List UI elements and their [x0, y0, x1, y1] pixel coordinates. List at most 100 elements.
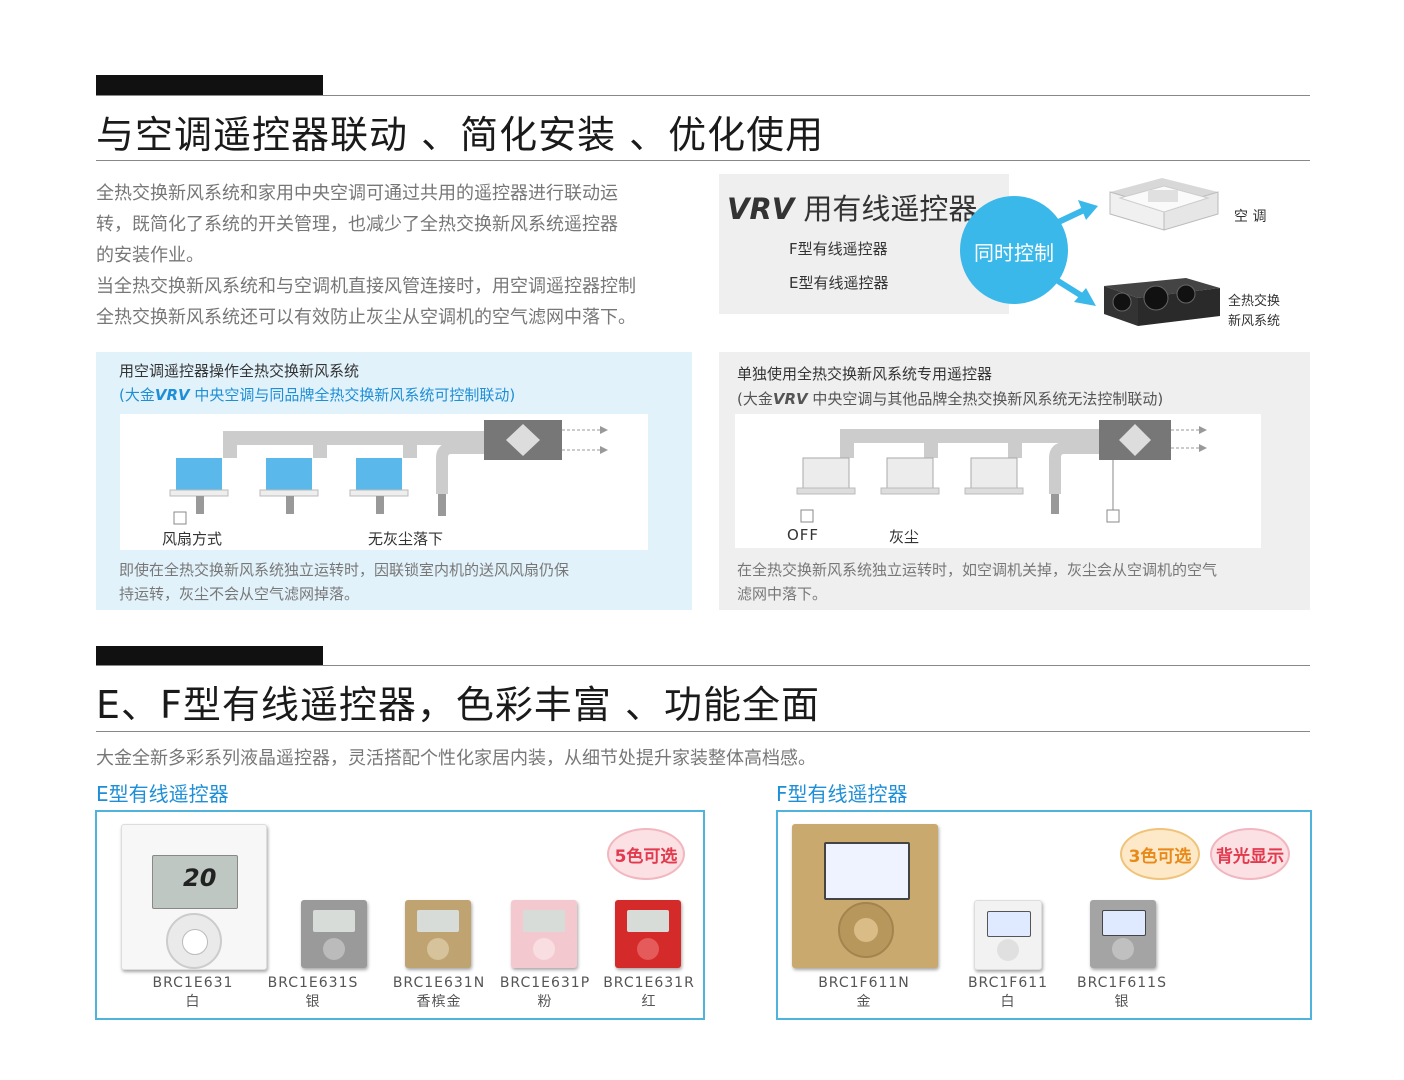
sub-suffix: 中央空调与同品牌全热交换新风系统可控制联动)	[189, 386, 516, 404]
vrv-logo-text: VRV	[727, 192, 795, 226]
control-arrows	[1048, 200, 1098, 306]
model-color: 白	[185, 994, 201, 1010]
simultaneous-control-label: 同时控制	[974, 241, 1054, 265]
label-erv: 全热交换 新风系统	[1228, 292, 1280, 332]
separate-panel-title: 单独使用全热交换新风系统专用遥控器	[737, 365, 993, 383]
body-line: 全热交换新风系统还可以有效防止灰尘从空调机的空气滤网中落下。	[96, 307, 636, 328]
note-line: 持运转，灰尘不会从空气滤网掉落。	[119, 585, 360, 603]
model-code: BRC1E631N	[392, 975, 486, 991]
lcd-screen	[824, 842, 910, 900]
cassette-ac-illustration	[1109, 178, 1219, 231]
model-code: BRC1F611S	[1077, 975, 1167, 991]
model-label: BRC1E631P 粉	[495, 974, 595, 1012]
model-label: BRC1E631S 银	[263, 974, 363, 1012]
remote-dial-center	[854, 918, 878, 942]
body-line: 当全热交换新风系统和与空调机直接风管连接时，用空调遥控器控制	[96, 276, 636, 297]
sub-prefix: (大金	[737, 390, 773, 408]
separate-panel-note: 在全热交换新风系统独立运转时，如空调机关掉，灰尘会从空调机的空气 滤网中落下。	[737, 558, 1217, 606]
erv-unit-illustration	[1104, 278, 1220, 326]
sub-prefix: (大金	[119, 386, 155, 404]
lcd-screen: 20	[152, 855, 238, 909]
section2-title: E、F型有线遥控器，色彩丰富 、功能全面	[96, 683, 820, 727]
model-color: 粉	[537, 994, 553, 1010]
linked-control-panel: 用空调遥控器操作全热交换新风系统 (大金VRV 中央空调与同品牌全热交换新风系统…	[96, 352, 692, 610]
lcd-temperature: 20	[183, 864, 217, 892]
section1-title: 与空调遥控器联动 、简化安装 、优化使用	[96, 113, 825, 157]
label-ac: 空 调	[1234, 209, 1267, 225]
vrv-item-e: E型有线遥控器	[789, 274, 889, 292]
remote-dial	[1112, 938, 1134, 960]
section1-body-text: 全热交换新风系统和家用中央空调可通过共用的遥控器进行联动运 转，既简化了系统的开…	[96, 178, 706, 333]
lcd-screen	[1102, 910, 1146, 936]
badge-backlight-text: 背光显示	[1216, 847, 1284, 867]
section1-bottom-rule	[96, 160, 1310, 161]
model-label: BRC1F611 白	[958, 974, 1058, 1012]
sub-vrv: VRV	[772, 390, 808, 408]
lcd-screen	[417, 910, 459, 932]
badge-backlight: 背光显示	[1210, 828, 1290, 880]
sub-suffix: 中央空调与其他品牌全热交换新风系统无法控制联动)	[807, 390, 1164, 408]
simultaneous-control-circle	[960, 196, 1068, 304]
remote-brc1f611s	[1090, 900, 1156, 968]
remote-brc1e631p	[511, 900, 577, 968]
linked-panel-note: 即使在全热交换新风系统独立运转时，因联锁室内机的送风风扇仍保 持运转，灰尘不会从…	[119, 558, 569, 606]
model-label: BRC1E631R 红	[599, 974, 699, 1012]
f-type-title: F型有线遥控器	[776, 782, 908, 806]
remote-brc1e631s	[301, 900, 367, 968]
label-erv-line2: 新风系统	[1228, 314, 1281, 329]
linked-diagram: 风扇方式 无灰尘落下	[120, 414, 648, 550]
vrv-item-f: F型有线遥控器	[789, 240, 888, 258]
section1-top-rule	[96, 95, 1310, 96]
label-erv-line1: 全热交换	[1228, 294, 1281, 309]
remote-brc1f611	[974, 900, 1042, 970]
note-line: 即使在全热交换新风系统独立运转时，因联锁室内机的送风风扇仍保	[119, 561, 570, 579]
body-line: 全热交换新风系统和家用中央空调可通过共用的遥控器进行联动运	[96, 183, 618, 204]
lcd-screen	[313, 910, 355, 932]
section2-intro: 大金全新多彩系列液晶遥控器，灵活搭配个性化家居内装，从细节处提升家装整体高档感。	[96, 748, 816, 769]
remote-dial	[533, 938, 555, 960]
model-code: BRC1F611	[967, 975, 1049, 991]
note-line: 滤网中落下。	[737, 585, 828, 603]
remote-brc1e631-large: 20	[121, 824, 267, 970]
remote-dial	[323, 938, 345, 960]
section2-heading-bar	[96, 646, 323, 666]
model-label: BRC1E631N 香槟金	[389, 974, 489, 1012]
remote-dial	[427, 938, 449, 960]
remote-dial-center	[182, 929, 208, 955]
e-type-box: 20 5色可选 BRC1E631 白 BRC1E631S 银 BRC1E631N…	[95, 810, 705, 1020]
model-label: BRC1F611S 银	[1072, 974, 1172, 1012]
model-code: BRC1E631	[152, 975, 234, 991]
remote-brc1f611n-large	[792, 824, 938, 968]
model-color: 银	[1114, 994, 1130, 1010]
linked-panel-subtitle: (大金VRV 中央空调与同品牌全热交换新风系统可控制联动)	[119, 384, 515, 405]
body-line: 转，既简化了系统的开关管理，也减少了全热交换新风系统遥控器	[96, 214, 618, 235]
note-line: 在全热交换新风系统独立运转时，如空调机关掉，灰尘会从空调机的空气	[737, 561, 1218, 579]
model-code: BRC1E631S	[267, 975, 359, 991]
section2-top-rule	[96, 665, 1310, 666]
lcd-screen	[987, 911, 1031, 937]
remote-brc1e631n	[405, 900, 471, 968]
label-no-dust: 无灰尘落下	[368, 530, 444, 548]
separate-control-panel: 单独使用全热交换新风系统专用遥控器 (大金VRV 中央空调与其他品牌全热交换新风…	[719, 352, 1310, 610]
vrv-title-text: 用有线遥控器	[794, 192, 978, 226]
separate-panel-subtitle: (大金VRV 中央空调与其他品牌全热交换新风系统无法控制联动)	[737, 388, 1163, 409]
model-color: 白	[1000, 994, 1016, 1010]
lcd-screen	[523, 910, 565, 932]
model-label: BRC1E631 白	[143, 974, 243, 1012]
label-off: OFF	[787, 526, 820, 544]
model-code: BRC1F611N	[818, 975, 910, 991]
sub-vrv: VRV	[154, 386, 190, 404]
section1-heading-bar	[96, 75, 323, 95]
body-line: 的安装作业。	[96, 245, 204, 266]
model-code: BRC1E631R	[603, 975, 695, 991]
label-fan-mode: 风扇方式	[162, 530, 223, 548]
lcd-screen	[627, 910, 669, 932]
linked-panel-title: 用空调遥控器操作全热交换新风系统	[119, 362, 360, 380]
model-label: BRC1F611N 金	[814, 974, 914, 1012]
model-code: BRC1E631P	[499, 975, 591, 991]
label-dust: 灰尘	[889, 528, 920, 546]
remote-brc1e631r	[615, 900, 681, 968]
vrv-box-title: VRV 用有线遥控器	[727, 186, 977, 228]
separate-diagram: OFF 灰尘	[735, 414, 1261, 548]
model-color: 金	[856, 994, 872, 1010]
